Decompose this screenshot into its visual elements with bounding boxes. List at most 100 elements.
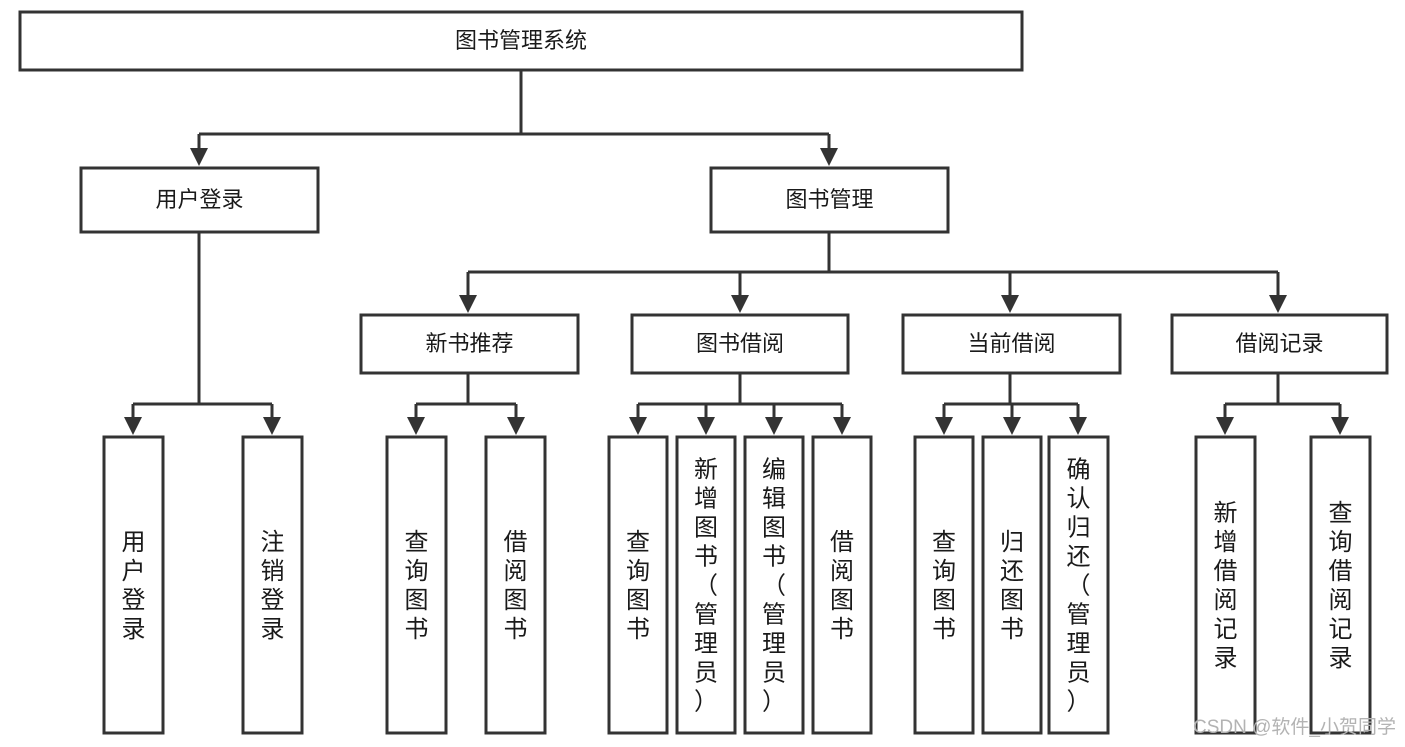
node-label-char: 理	[762, 630, 786, 657]
node-label-char: 归	[1000, 529, 1024, 556]
node-label-char: 书	[830, 616, 854, 643]
node-label-char: 新	[1214, 500, 1238, 527]
node-box-borrow-record[interactable]	[1170, 313, 1389, 375]
node-label-char: （	[694, 572, 718, 599]
node-book-management[interactable]: 图书管理	[709, 166, 950, 234]
node-label-char: 录	[261, 616, 285, 643]
node-label-char: 管	[762, 601, 786, 628]
node-current-borrow[interactable]: 当前借阅	[901, 313, 1122, 375]
connector-layer	[124, 70, 1349, 435]
node-label-char: 图	[694, 514, 718, 541]
node-label-char: 阅	[1329, 587, 1353, 614]
node-label-char: （	[1067, 572, 1091, 599]
node-label-char: 增	[1214, 529, 1238, 556]
arrow-head-icon	[124, 417, 142, 435]
node-layer: 图书管理系统用户登录图书管理新书推荐图书借阅当前借阅借阅记录用户登录注销登录查询…	[18, 10, 1389, 735]
node-label-char: 理	[1067, 630, 1091, 657]
node-label-char: 管	[694, 601, 718, 628]
arrow-head-icon	[765, 417, 783, 435]
node-box-leaf-confirm-return[interactable]	[1047, 435, 1110, 735]
arrow-head-icon	[697, 417, 715, 435]
node-label-char: 户	[122, 558, 146, 585]
node-label-char: 记	[1214, 616, 1238, 643]
node-label-char: 还	[1000, 558, 1024, 585]
node-box-leaf-return-book[interactable]	[981, 435, 1043, 735]
node-label-char: 确	[1067, 456, 1091, 483]
node-label-char: 查	[932, 529, 956, 556]
node-label-char: 认	[1067, 485, 1091, 512]
arrow-head-icon	[1269, 295, 1287, 313]
arrow-head-icon	[820, 148, 838, 166]
arrow-head-icon	[507, 417, 525, 435]
node-user-login[interactable]: 用户登录	[79, 166, 320, 234]
node-label-char: 书	[504, 616, 528, 643]
arrow-head-icon	[1069, 417, 1087, 435]
arrow-head-icon	[1331, 417, 1349, 435]
node-label-char: 书	[762, 543, 786, 570]
node-label-char: 新	[694, 456, 718, 483]
node-label-char: 阅	[1214, 587, 1238, 614]
node-box-book-borrow[interactable]	[630, 313, 850, 375]
node-box-leaf-borrow-book-recommend[interactable]	[484, 435, 547, 735]
node-box-leaf-query-borrow-record[interactable]	[1309, 435, 1372, 735]
node-label-char: 借	[1329, 558, 1353, 585]
node-label-current-borrow: 当前借阅	[967, 331, 1055, 356]
node-box-leaf-user-login[interactable]	[102, 435, 165, 735]
node-label-char: 图	[626, 587, 650, 614]
arrow-head-icon	[1216, 417, 1234, 435]
node-box-leaf-edit-book[interactable]	[743, 435, 805, 735]
node-box-leaf-add-borrow-record[interactable]	[1194, 435, 1257, 735]
node-label-book-borrow: 图书借阅	[696, 331, 784, 356]
node-label-user-login: 用户登录	[155, 187, 243, 212]
node-label-char: 编	[762, 456, 786, 483]
arrow-head-icon	[833, 417, 851, 435]
node-label-char: 图	[405, 587, 429, 614]
arrow-head-icon	[263, 417, 281, 435]
node-label-char: 阅	[830, 558, 854, 585]
node-label-char: 员	[694, 659, 718, 686]
node-box-root[interactable]	[18, 10, 1024, 72]
node-borrow-record[interactable]: 借阅记录	[1170, 313, 1389, 375]
node-label-char: ）	[694, 688, 718, 715]
node-label-char: （	[762, 572, 786, 599]
node-label-char: 用	[122, 529, 146, 556]
node-label-char: 录	[122, 616, 146, 643]
node-box-current-borrow[interactable]	[901, 313, 1122, 375]
node-book-borrow[interactable]: 图书借阅	[630, 313, 850, 375]
node-label-char: 书	[1000, 616, 1024, 643]
node-label-char: 图	[830, 587, 854, 614]
node-label-char: 查	[1329, 500, 1353, 527]
node-box-leaf-query-book-recommend[interactable]	[385, 435, 448, 735]
node-new-book-recommend[interactable]: 新书推荐	[359, 313, 580, 375]
node-label-char: 销	[261, 558, 285, 585]
node-box-leaf-logout[interactable]	[241, 435, 304, 735]
node-box-leaf-borrow-book[interactable]	[811, 435, 873, 735]
node-box-leaf-add-book[interactable]	[675, 435, 737, 735]
node-label-char: 登	[122, 587, 146, 614]
node-box-leaf-query-book-current[interactable]	[913, 435, 975, 735]
node-label-char: 询	[626, 558, 650, 585]
node-root[interactable]: 图书管理系统	[18, 10, 1024, 72]
node-box-new-book-recommend[interactable]	[359, 313, 580, 375]
arrow-head-icon	[935, 417, 953, 435]
node-leaf-user-login[interactable]: 用户登录	[102, 435, 165, 735]
node-label-char: 书	[626, 616, 650, 643]
node-label-char: 借	[1214, 558, 1238, 585]
arrow-head-icon	[1001, 295, 1019, 313]
node-box-leaf-query-book-borrow[interactable]	[607, 435, 669, 735]
node-box-user-login[interactable]	[79, 166, 320, 234]
node-box-book-management[interactable]	[709, 166, 950, 234]
node-label-char: 增	[694, 485, 718, 512]
